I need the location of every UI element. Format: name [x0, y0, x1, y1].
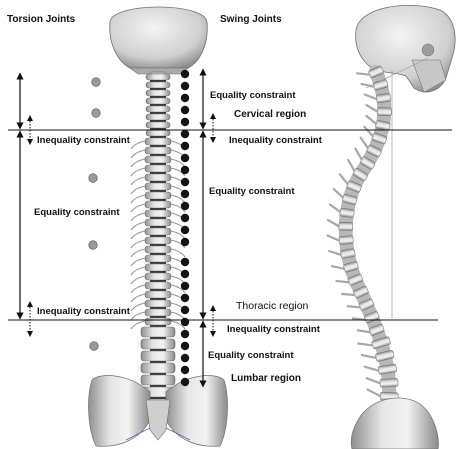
right-upper-inequality-label: Inequality constraint	[229, 135, 322, 146]
right-lower-inequality-label: Inequality constraint	[227, 324, 320, 335]
swing-joint-marker	[181, 258, 189, 266]
side-pelvis	[351, 398, 438, 449]
swing-joint-markers	[181, 70, 189, 386]
front-view-spine	[89, 7, 228, 446]
swing-joint-marker	[181, 130, 189, 138]
vertebra-front	[146, 130, 170, 138]
swing-joint-marker	[181, 106, 189, 114]
right-thoracic-equality-label: Equality constraint	[209, 186, 295, 197]
swing-joint-marker	[181, 118, 189, 126]
torsion-joint-marker	[90, 342, 99, 351]
swing-joint-marker	[181, 154, 189, 162]
swing-joint-marker	[181, 366, 189, 374]
cervical-equality-label: Equality constraint	[210, 90, 296, 101]
vertebra-front	[146, 114, 170, 122]
swing-joint-marker	[181, 142, 189, 150]
swing-joint-marker	[181, 330, 189, 338]
swing-joint-marker	[181, 226, 189, 234]
vertebra-front	[141, 351, 175, 363]
swing-joint-marker	[181, 354, 189, 362]
vertebra-front	[146, 106, 170, 114]
torsion-joint-marker	[89, 174, 98, 183]
swing-joint-marker	[181, 294, 189, 302]
vertebra-front	[141, 375, 175, 387]
swing-joint-marker	[181, 178, 189, 186]
swing-joint-marker	[181, 282, 189, 290]
torsion-joints-heading: Torsion Joints	[7, 14, 75, 25]
vertebra-front	[141, 363, 175, 375]
vertebra-front	[146, 82, 170, 90]
thoracic-region-label: Thoracic region	[236, 301, 308, 312]
swing-joint-marker	[181, 214, 189, 222]
vertebra-front	[146, 122, 170, 130]
swing-joint-marker	[181, 306, 189, 314]
side-view-spine	[328, 5, 455, 449]
torsion-joint-marker	[89, 241, 98, 250]
vertebra-front	[141, 339, 175, 351]
swing-joint-marker	[181, 270, 189, 278]
swing-joint-marker	[181, 342, 189, 350]
lumbar-equality-label: Equality constraint	[208, 350, 294, 361]
swing-joints-heading: Swing Joints	[220, 14, 282, 25]
left-thoracic-equality-label: Equality constraint	[34, 207, 120, 218]
swing-joint-marker	[181, 190, 189, 198]
vertebra-front	[141, 327, 175, 339]
vertebra-front	[146, 98, 170, 106]
front-skull	[110, 7, 208, 68]
torsion-joint-marker	[92, 78, 101, 87]
left-upper-inequality-label: Inequality constraint	[37, 135, 130, 146]
vertebra-front	[146, 74, 170, 82]
swing-joint-marker	[181, 166, 189, 174]
swing-joint-marker	[181, 238, 189, 246]
front-pelvis	[89, 376, 150, 447]
swing-joint-marker	[181, 82, 189, 90]
front-vertebrae	[131, 74, 185, 399]
swing-joint-marker	[181, 318, 189, 326]
swing-joint-marker	[181, 378, 189, 386]
cervical-region-label: Cervical region	[234, 109, 306, 120]
lumbar-region-label: Lumbar region	[231, 373, 301, 384]
swing-joint-marker	[181, 94, 189, 102]
swing-joint-marker	[181, 70, 189, 78]
vertebra-front	[146, 90, 170, 98]
left-lower-inequality-label: Inequality constraint	[37, 306, 130, 317]
torsion-joint-marker	[92, 109, 101, 118]
swing-joint-marker	[181, 202, 189, 210]
